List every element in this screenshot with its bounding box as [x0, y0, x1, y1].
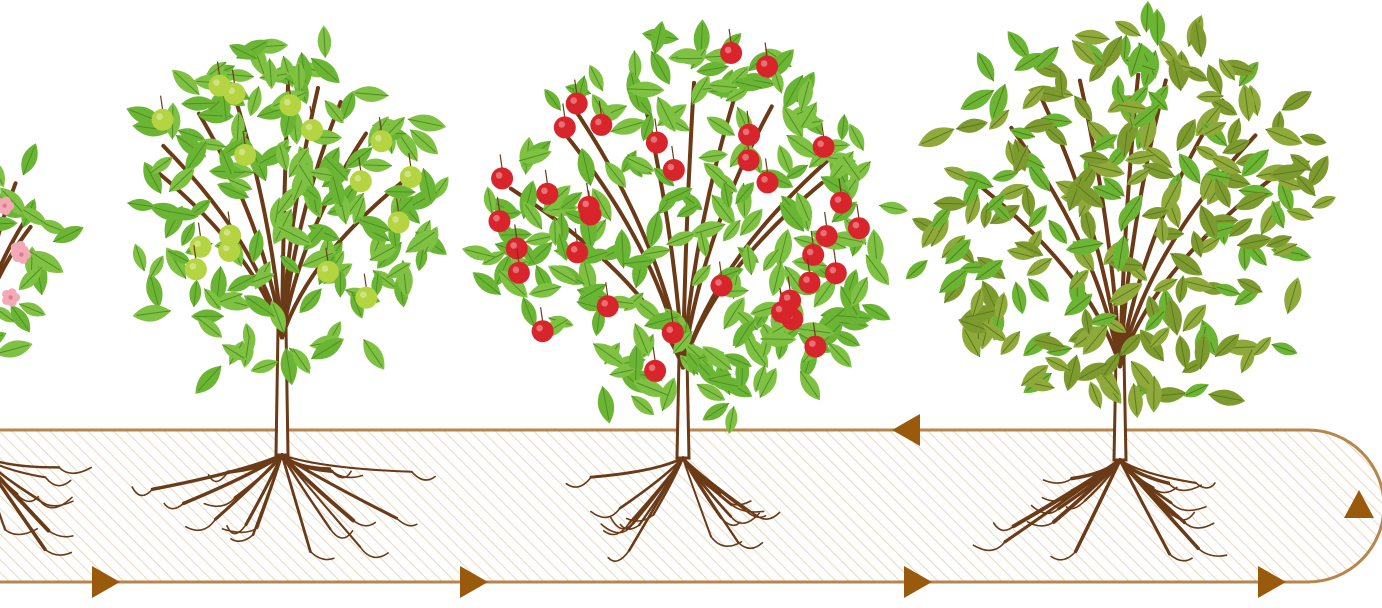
fruit-icon: [491, 167, 513, 189]
fruit-icon: [566, 93, 588, 115]
blossom-icon: [2, 288, 20, 307]
fruit-icon: [350, 170, 372, 192]
foliage: [902, 1, 1338, 419]
leaf: [1280, 275, 1306, 316]
fruit-icon: [301, 119, 323, 141]
fruit-icon: [738, 149, 760, 171]
leaf: [0, 155, 10, 190]
fruit-icon: [597, 295, 619, 317]
fruit-icon: [219, 225, 241, 247]
trunk: [1114, 357, 1126, 461]
fruit-icon: [663, 159, 685, 181]
leaf: [703, 111, 739, 141]
leaf: [1181, 379, 1211, 401]
fruit-icon: [848, 217, 870, 239]
fruit-icon: [720, 42, 742, 64]
leaf: [0, 278, 2, 308]
fruit-icon: [536, 183, 558, 205]
fruit-icon: [185, 258, 207, 280]
fruit-icon: [646, 132, 668, 154]
leaf: [955, 116, 990, 136]
leaf: [1299, 131, 1328, 149]
fruit-icon: [738, 124, 760, 146]
fruit-icon: [317, 261, 339, 283]
leaf: [933, 196, 967, 211]
leaf: [836, 114, 850, 141]
leaf: [971, 49, 999, 85]
leaf: [129, 242, 150, 273]
leaf: [190, 360, 228, 399]
leaf: [595, 385, 618, 425]
fruit-icon: [554, 116, 576, 138]
fruit-icon: [566, 241, 588, 263]
trunk: [677, 358, 689, 458]
leaf: [1278, 85, 1316, 117]
fruit-icon: [209, 75, 231, 97]
fruit-icon: [779, 290, 801, 312]
leaf: [540, 85, 565, 113]
fruit-icon: [816, 225, 838, 247]
leaf: [248, 356, 280, 377]
leaf: [1270, 339, 1300, 359]
fruit-icon: [756, 56, 778, 78]
fruit-icon: [590, 114, 612, 136]
leaf: [357, 335, 390, 374]
leaf: [902, 256, 932, 284]
fruit-icon: [506, 237, 528, 259]
leaf: [1207, 387, 1247, 409]
fruit-icon: [508, 262, 530, 284]
fruit-icon: [279, 94, 301, 116]
fruit-icon: [578, 196, 600, 218]
fruit-icon: [825, 262, 847, 284]
leaf: [188, 279, 202, 308]
fruit-icon: [370, 130, 392, 152]
fruit-icon: [804, 336, 826, 358]
leaf: [698, 148, 729, 164]
leaf: [878, 199, 909, 217]
fruit-icon: [532, 320, 554, 342]
fruit-icon: [190, 236, 212, 258]
fruit-icon: [830, 192, 852, 214]
fruit-icon: [813, 136, 835, 158]
leaf: [351, 85, 389, 104]
fruit-icon: [711, 275, 733, 297]
fruit-icon: [644, 360, 666, 382]
leaf: [584, 62, 608, 94]
leaf: [0, 336, 35, 362]
leaf: [1156, 216, 1170, 245]
fruit-icon: [355, 287, 377, 309]
leaf: [1009, 280, 1030, 315]
fruit-icon: [234, 144, 256, 166]
fruit-icon: [799, 272, 821, 294]
leaf: [16, 141, 42, 178]
leaf: [142, 271, 166, 310]
fruit-icon: [802, 244, 824, 266]
fruit-icon: [152, 109, 174, 131]
leaf: [317, 25, 332, 58]
fruit-icon: [489, 210, 511, 232]
foliage: [123, 25, 453, 399]
leaf: [1262, 121, 1305, 151]
fruit-icon: [388, 211, 410, 233]
leaf: [1023, 274, 1054, 306]
fruit-icon: [400, 166, 422, 188]
leaf: [915, 121, 958, 153]
leaf: [132, 303, 173, 324]
fruit-icon: [757, 171, 779, 193]
fruit-icon: [662, 322, 684, 344]
leaf: [126, 197, 156, 213]
leaf: [0, 216, 18, 231]
